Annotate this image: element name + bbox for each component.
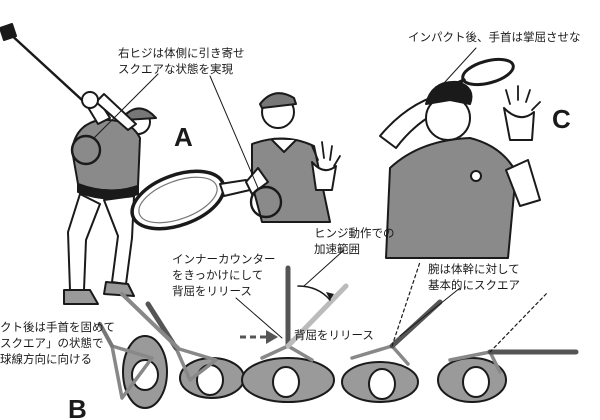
hinge-caption-line1: ヒンジ動作での: [314, 226, 395, 240]
left-caption-line1: クト後は手首を固めて: [0, 320, 115, 334]
arm-caption-line2: 基本的にスクエア: [428, 278, 520, 292]
leader-lines: [93, 47, 477, 339]
label-a: A: [174, 122, 193, 152]
hinge-caption-line2: 加速範囲: [314, 242, 360, 256]
transition-arrow: [240, 330, 278, 344]
elbow-caption-line1: 右ヒジは体側に引き寄せ: [118, 46, 245, 60]
wrist-diagrams: [98, 261, 579, 409]
elbow-caption-line2: スクエアな状態を実現: [118, 62, 233, 76]
inner-counter-line2: をきっかけにして: [172, 268, 264, 282]
release-caption: 背屈をリリース: [294, 328, 374, 342]
left-caption-line3: 球線方向に向ける: [0, 352, 92, 366]
arm-caption-line1: 腕は体幹に対して: [428, 262, 520, 276]
player-a-figure: [130, 92, 341, 231]
left-caption-line2: スクエア」の状態で: [0, 336, 104, 350]
player-c-figure: [379, 57, 541, 259]
inner-counter-line3: 背屈をリリース: [172, 284, 252, 298]
label-c: C: [552, 104, 571, 134]
inner-counter-line1: インナーカウンター: [172, 252, 276, 266]
impact-caption: インパクト後、手首は掌屈させな: [408, 30, 581, 44]
golfer-figure: [0, 23, 157, 305]
label-b: B: [68, 394, 87, 420]
